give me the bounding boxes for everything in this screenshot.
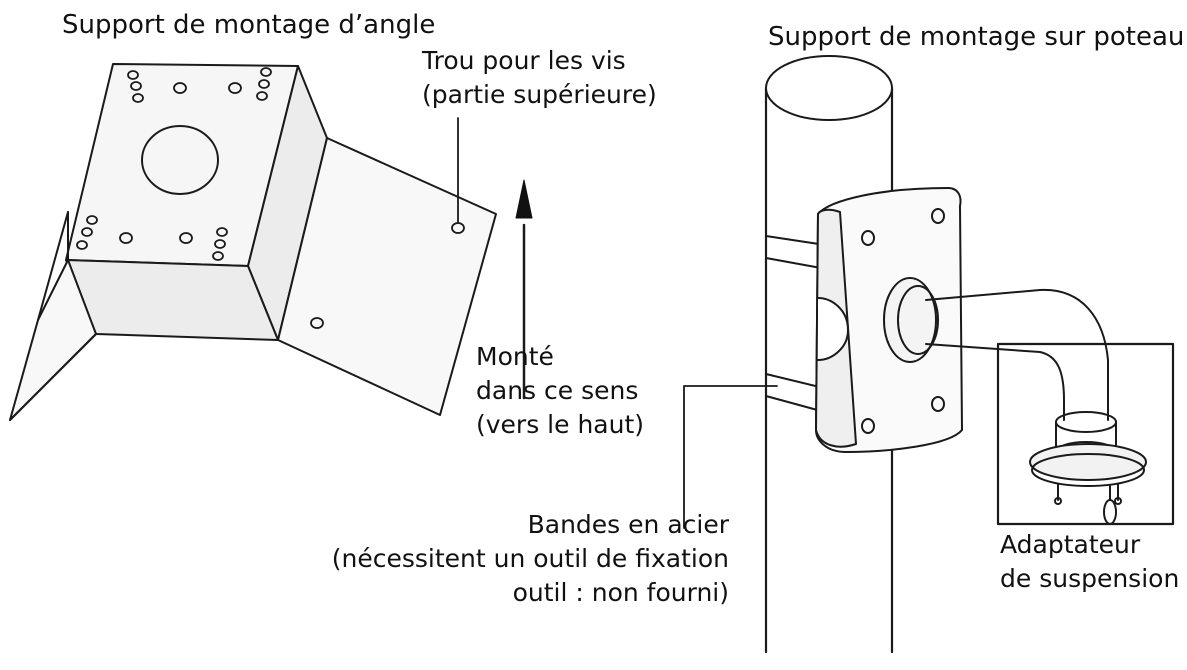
steel-bands-label: Bandes en acier (nécessitent un outil de… (332, 508, 729, 610)
steel-bands-line-1: Bandes en acier (527, 510, 729, 539)
bracket-mount-holes (76, 67, 465, 329)
mounting-direction-line-3: (vers le haut) (476, 410, 645, 439)
adapter-highlight-frame (996, 342, 1175, 526)
mounting-direction-label: Monté dans ce sens (vers le haut) (476, 340, 644, 442)
hanging-adapter-line-2: de suspension (1000, 564, 1180, 593)
pole-mount-title: Support de montage sur poteau (768, 22, 1185, 52)
center-hole (141, 125, 219, 195)
hanging-adapter-label: Adaptateur de suspension (1000, 528, 1179, 596)
screw-hole-label-line-2: (partie supérieure) (422, 80, 657, 109)
hanging-adapter (1029, 443, 1147, 525)
corner-mount-title: Support de montage d’angle (62, 10, 436, 40)
hanging-adapter-line-1: Adaptateur (1000, 530, 1141, 559)
steel-bands-leader (683, 385, 778, 529)
steel-bands-line-2: (nécessitent un outil de fixation (331, 544, 729, 573)
mounting-direction-line-2: dans ce sens (476, 376, 639, 405)
screw-hole-label-line-1: Trou pour les vis (422, 46, 626, 75)
corner-bracket (9, 63, 497, 421)
screw-hole-label: Trou pour les vis (partie supérieure) (422, 44, 657, 112)
steel-bands-line-3: outil : non fourni) (512, 578, 729, 607)
mounting-direction-line-1: Monté (476, 342, 554, 371)
up-arrow-icon (515, 179, 533, 400)
